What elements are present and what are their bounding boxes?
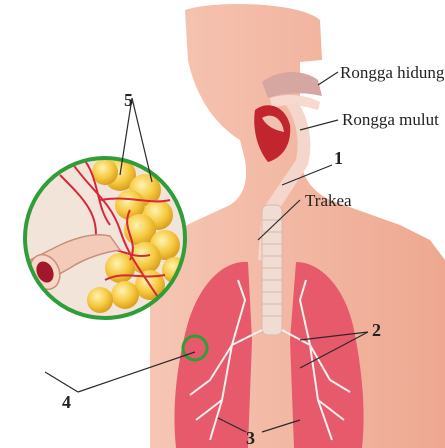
label-1: 1	[334, 148, 343, 168]
label-4: 4	[62, 392, 71, 412]
label-5: 5	[124, 90, 133, 110]
leader-4a	[45, 372, 78, 392]
label-rongga-hidung: Rongga hidung	[340, 63, 445, 82]
leader-rongga-hidung	[318, 72, 338, 85]
label-2: 2	[372, 320, 381, 340]
label-trakea: Trakea	[305, 191, 352, 210]
label-3: 3	[246, 428, 255, 448]
label-rongga-mulut: Rongga mulut	[342, 110, 439, 129]
